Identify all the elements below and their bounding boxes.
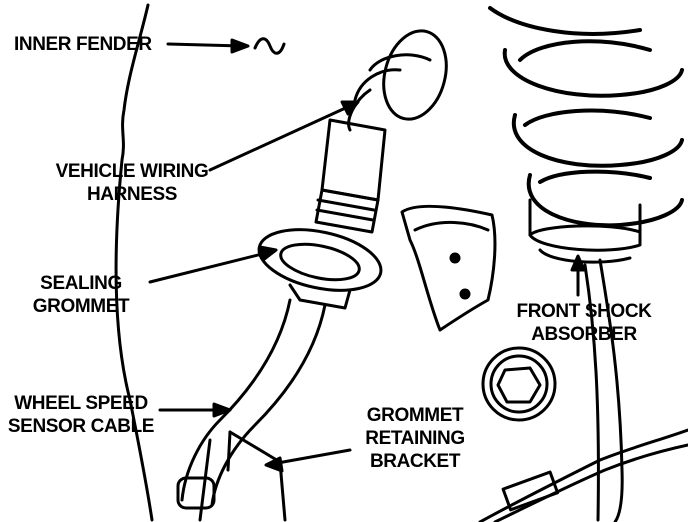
brake-line [478, 428, 688, 522]
leader-lines [148, 38, 586, 473]
label-wheel-speed-sensor-cable: WHEEL SPEED SENSOR CABLE [7, 393, 155, 437]
inner-fender-edge [114, 3, 154, 522]
inner-fender-squiggle [253, 37, 286, 55]
sealing-grommet-shape [257, 228, 383, 310]
label-grommet-retaining-bracket: GROMMET RETAINING BRACKET [365, 405, 465, 472]
coil-spring [488, 6, 684, 228]
label-sealing-grommet: SEALING GROMMET [32, 273, 130, 317]
label-vehicle-wiring-harness: VEHICLE WIRING HARNESS [55, 161, 209, 205]
wiring-harness-connector [314, 29, 448, 234]
label-front-shock-absorber: FRONT SHOCK ABSORBER [516, 301, 652, 345]
sensor-cable-shape [176, 298, 327, 510]
fender-hole [400, 204, 497, 332]
bolt-head [481, 346, 557, 422]
retaining-bracket-shape [198, 430, 287, 522]
label-inner-fender: INNER FENDER [14, 34, 152, 55]
shock-body [598, 258, 624, 522]
